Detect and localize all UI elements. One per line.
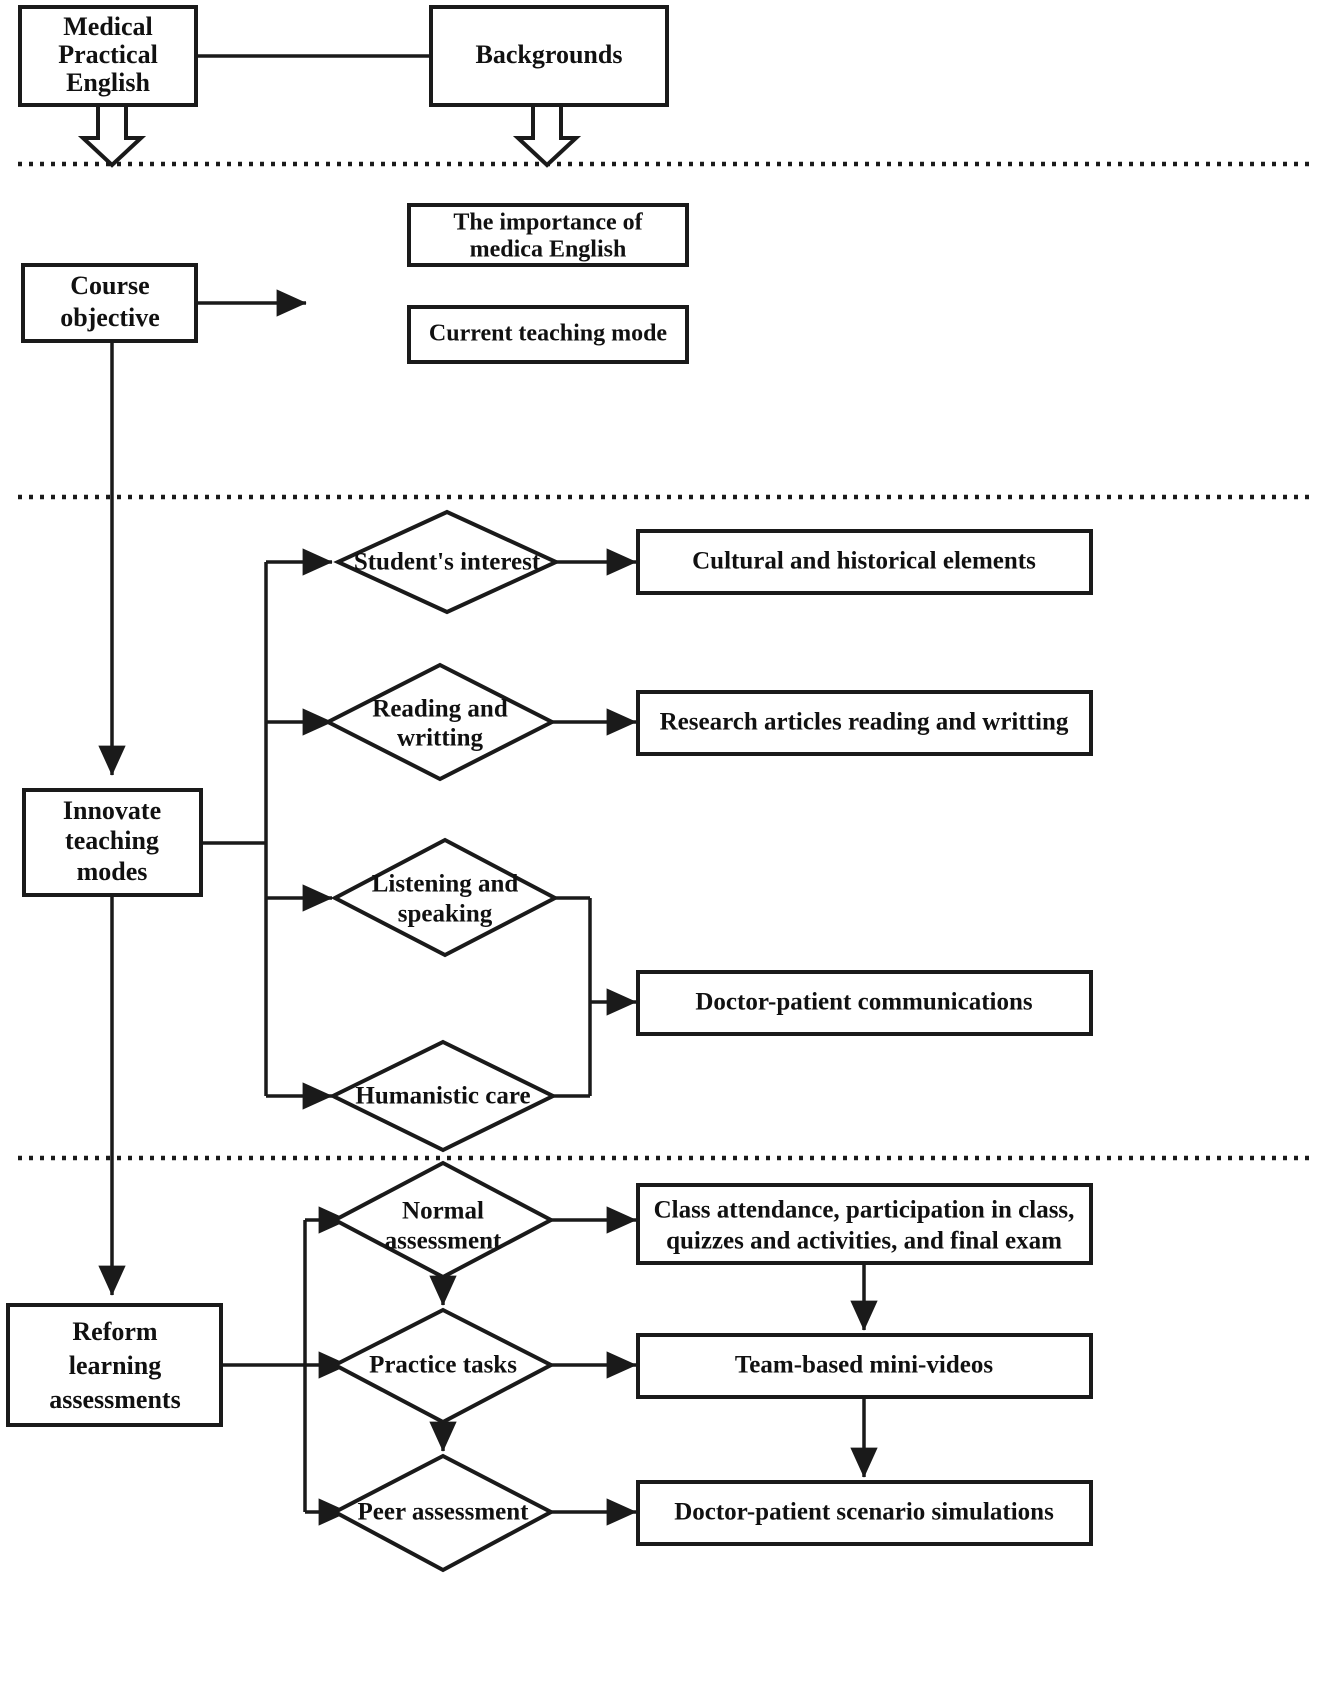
- edge-reform-bus: [221, 1206, 349, 1526]
- node-label-line: Student's interest: [354, 549, 541, 576]
- node-label-line: medica English: [470, 237, 627, 263]
- node-course-objective[interactable]: Course objective: [21, 263, 198, 343]
- node-label-line: Reading and: [372, 696, 508, 723]
- node-current-teaching-mode[interactable]: Current teaching mode: [407, 305, 689, 364]
- node-students-interest[interactable]: Student's interest: [333, 509, 561, 615]
- edge-listening-humanistic-to-doctor-patient: [553, 896, 637, 1098]
- node-label-line: assessments: [49, 1385, 180, 1414]
- node-label-line: Doctor-patient scenario simulations: [674, 1499, 1054, 1526]
- block-arrow-down-backgrounds: [512, 103, 582, 168]
- node-label-line: speaking: [398, 901, 493, 928]
- block-arrow-down-mpe: [77, 103, 147, 168]
- node-label-line: Medical: [63, 12, 153, 41]
- edge-innovate-bus: [201, 548, 333, 1110]
- node-label-line: Cultural and historical elements: [692, 548, 1036, 575]
- node-medical-practical-english[interactable]: Medical Practical English: [18, 5, 198, 107]
- node-research-articles-reading-and-writting[interactable]: Research articles reading and writting: [636, 690, 1093, 756]
- node-label-line: quizzes and activities, and final exam: [666, 1228, 1062, 1255]
- node-label-line: modes: [77, 857, 148, 886]
- node-label-line: Listening and: [372, 871, 519, 898]
- node-label-line: Innovate: [63, 796, 161, 825]
- node-reading-and-writting[interactable]: Reading and writting: [323, 662, 557, 782]
- node-practice-tasks[interactable]: Practice tasks: [330, 1307, 556, 1425]
- node-label-line: English: [66, 68, 150, 97]
- node-normal-assessment[interactable]: Normal assessment: [330, 1160, 556, 1280]
- node-label-line: Practical: [58, 40, 158, 69]
- node-label-line: Humanistic care: [355, 1083, 530, 1110]
- node-label-line: teaching: [65, 826, 159, 855]
- node-listening-and-speaking[interactable]: Listening and speaking: [330, 837, 560, 958]
- node-doctor-patient-scenario-simulations[interactable]: Doctor-patient scenario simulations: [636, 1480, 1093, 1546]
- node-label-line: Research articles reading and writting: [660, 709, 1069, 736]
- node-backgrounds[interactable]: Backgrounds: [429, 5, 669, 107]
- node-label-line: Course: [70, 271, 149, 300]
- node-team-based-mini-videos[interactable]: Team-based mini-videos: [636, 1333, 1093, 1399]
- node-label-line: Class attendance, participation in class…: [654, 1197, 1075, 1224]
- node-label-line: assessment: [385, 1228, 502, 1255]
- node-cultural-and-historical-elements[interactable]: Cultural and historical elements: [636, 529, 1093, 595]
- node-doctor-patient-communications[interactable]: Doctor-patient communications: [636, 970, 1093, 1036]
- node-importance-of-medical-english[interactable]: The importance of medica English: [407, 203, 689, 267]
- node-label-line: Practice tasks: [369, 1352, 517, 1379]
- node-label-line: objective: [60, 303, 160, 332]
- node-label-line: Team-based mini-videos: [735, 1352, 993, 1379]
- node-peer-assessment[interactable]: Peer assessment: [330, 1453, 556, 1573]
- node-label-line: The importance of: [453, 210, 643, 236]
- node-class-attendance[interactable]: Class attendance, participation in class…: [636, 1183, 1093, 1265]
- node-label-line: Current teaching mode: [429, 321, 668, 347]
- node-label-line: Peer assessment: [357, 1499, 529, 1526]
- node-label-line: Reform: [72, 1317, 158, 1346]
- node-reform-learning-assessments[interactable]: Reform learning assessments: [6, 1303, 223, 1427]
- node-innovate-teaching-modes[interactable]: Innovate teaching modes: [22, 788, 203, 897]
- node-label-line: Doctor-patient communications: [695, 989, 1032, 1016]
- node-label-line: Normal: [402, 1198, 484, 1225]
- node-humanistic-care[interactable]: Humanistic care: [328, 1039, 558, 1153]
- node-label-line: Backgrounds: [476, 40, 623, 69]
- node-label-line: writting: [397, 725, 484, 752]
- node-label-line: learning: [69, 1351, 161, 1380]
